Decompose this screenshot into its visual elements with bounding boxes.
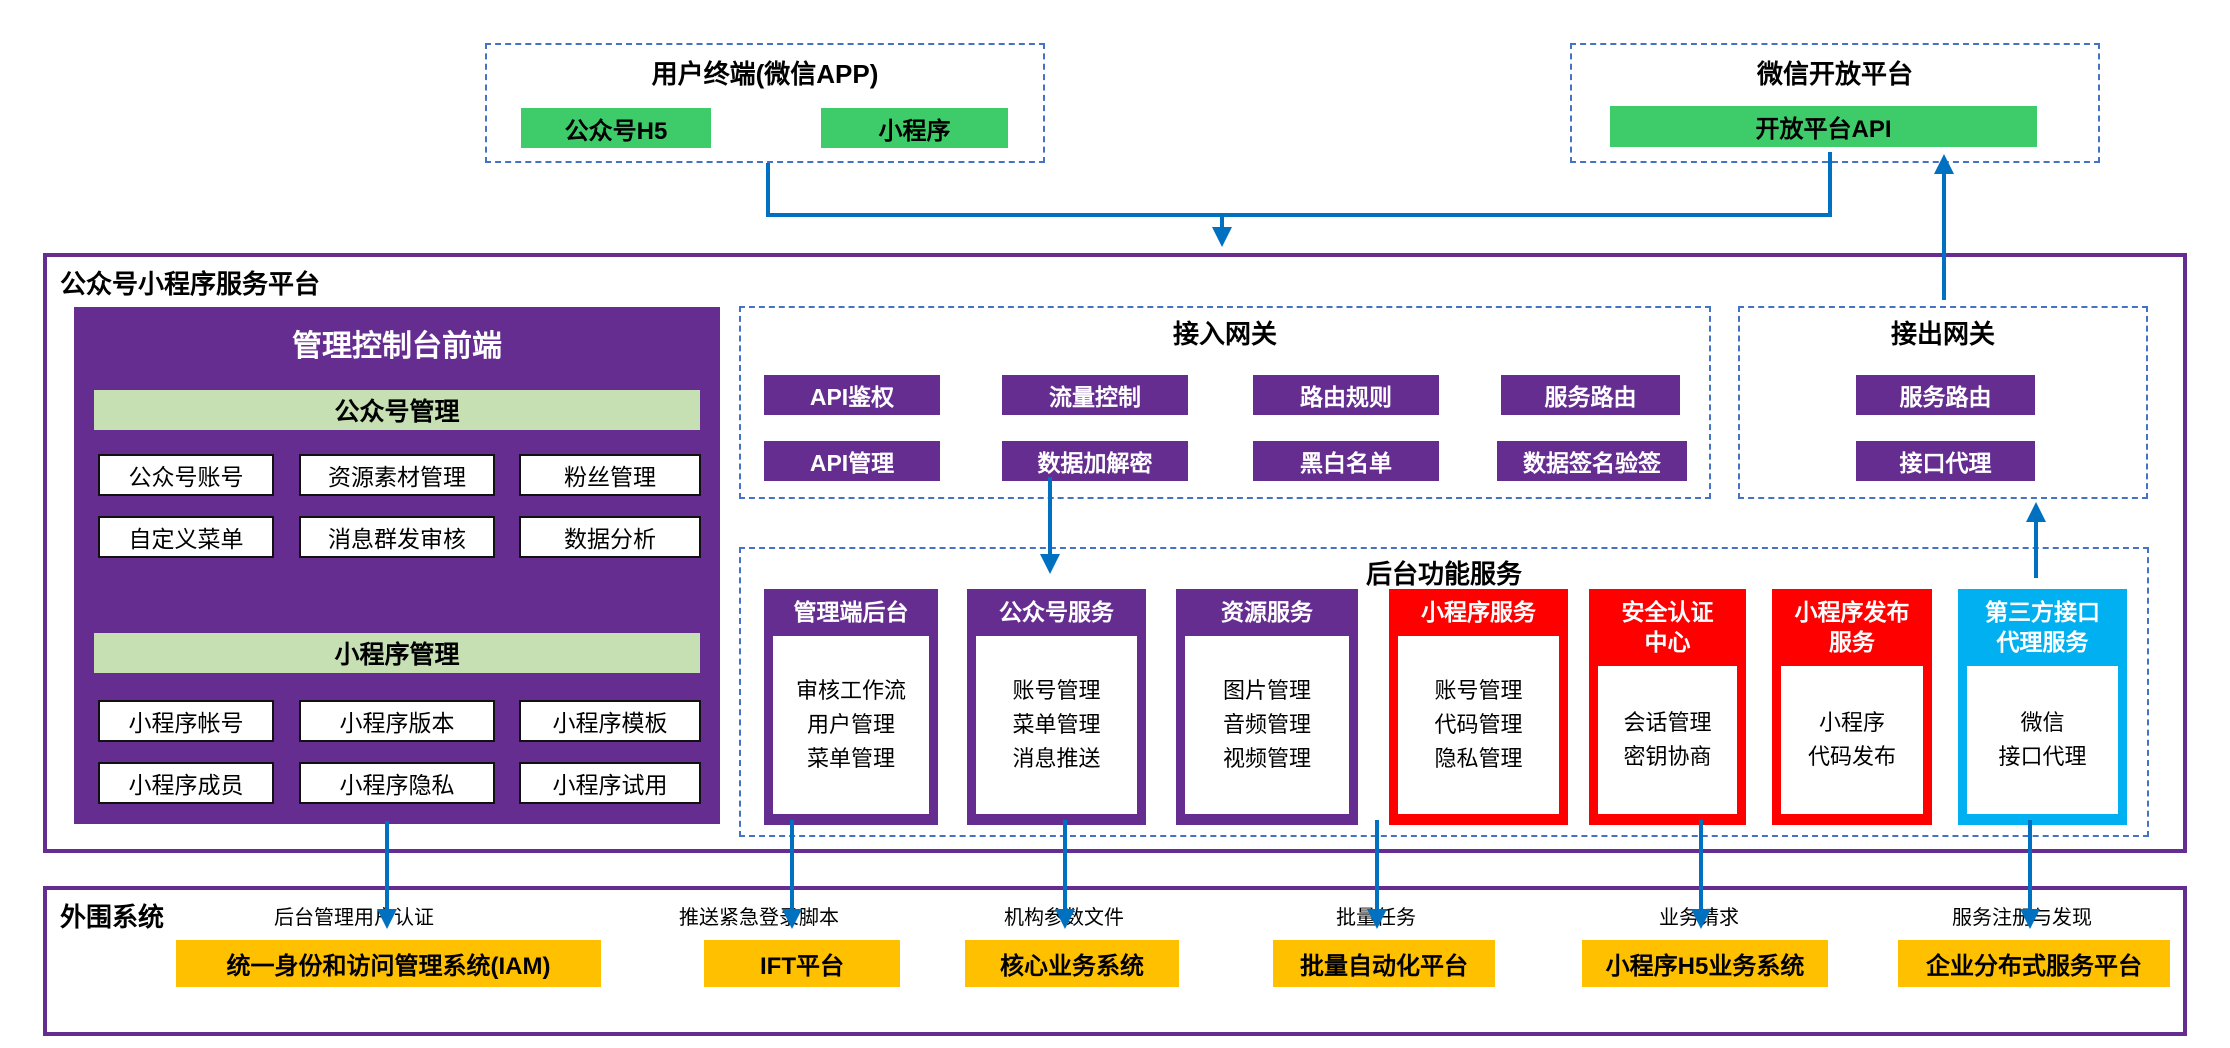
- item-custom-menu: 自定义菜单: [98, 516, 274, 558]
- service-miniprogram-release: 小程序发布 服务 小程序 代码发布: [1772, 589, 1932, 825]
- item-fans-mgmt: 粉丝管理: [519, 454, 701, 496]
- section-header-miniprogram-mgmt: 小程序管理: [94, 633, 700, 673]
- backend-services: 后台功能服务 管理端后台 审核工作流 用户管理 菜单管理 公众号服务 账号管理 …: [739, 547, 2149, 837]
- access-gateway: 接入网关 API鉴权 流量控制 路由规则 服务路由 API管理 数据加解密 黑白…: [739, 306, 1711, 499]
- peripheral-systems-title: 外围系统: [60, 902, 165, 932]
- service-official-account-items: 账号管理 菜单管理 消息推送: [976, 635, 1137, 814]
- node-open-platform-api: 开放平台API: [1610, 106, 2037, 147]
- flow-label-org-param-file: 机构参数文件: [1004, 907, 1124, 929]
- user-terminal-title: 用户终端(微信APP): [651, 59, 879, 89]
- node-official-account-h5: 公众号H5: [521, 108, 711, 148]
- flow-label-backend-user-auth: 后台管理用户认证: [274, 907, 434, 929]
- item-miniprogram-template: 小程序模板: [519, 700, 701, 742]
- service-admin-backend-items: 审核工作流 用户管理 菜单管理: [773, 635, 929, 814]
- service-platform-title: 公众号小程序服务平台: [60, 269, 321, 299]
- item-miniprogram-version: 小程序版本: [299, 700, 495, 742]
- flow-label-service-registry: 服务注册与发现: [1952, 907, 2092, 929]
- node-miniprogram: 小程序: [821, 108, 1008, 148]
- system-ift-platform: IFT平台: [704, 940, 900, 987]
- system-iam: 统一身份和访问管理系统(IAM): [176, 940, 601, 987]
- item-broadcast-review: 消息群发审核: [299, 516, 495, 558]
- item-official-account-id: 公众号账号: [98, 454, 274, 496]
- service-official-account-title: 公众号服务: [999, 599, 1114, 625]
- section-header-official-account-mgmt: 公众号管理: [94, 390, 700, 430]
- service-resource-title: 资源服务: [1221, 599, 1313, 625]
- service-security-auth-center-title: 安全认证 中心: [1621, 599, 1714, 655]
- user-terminal-group: 用户终端(微信APP) 公众号H5 小程序: [485, 43, 1045, 163]
- backend-services-title: 后台功能服务: [1365, 559, 1522, 589]
- service-admin-backend: 管理端后台 审核工作流 用户管理 菜单管理: [764, 589, 938, 825]
- item-out-interface-proxy: 接口代理: [1856, 441, 2035, 481]
- item-signature-verify: 数据签名验签: [1497, 441, 1687, 481]
- service-miniprogram: 小程序服务 账号管理 代码管理 隐私管理: [1389, 589, 1568, 825]
- management-console: 管理控制台前端 公众号管理 公众号账号 资源素材管理 粉丝管理 自定义菜单 消息…: [74, 307, 720, 824]
- item-miniprogram-privacy: 小程序隐私: [299, 762, 495, 804]
- item-miniprogram-trial: 小程序试用: [519, 762, 701, 804]
- service-official-account: 公众号服务 账号管理 菜单管理 消息推送: [967, 589, 1146, 825]
- wechat-open-platform-group: 微信开放平台 开放平台API: [1570, 43, 2100, 163]
- item-api-auth: API鉴权: [764, 375, 940, 415]
- item-data-encryption: 数据加解密: [1002, 441, 1188, 481]
- service-resource-items: 图片管理 音频管理 视频管理: [1185, 635, 1349, 814]
- item-data-analysis: 数据分析: [519, 516, 701, 558]
- item-black-white-list: 黑白名单: [1253, 441, 1439, 481]
- service-third-party-proxy-items: 微信 接口代理: [1967, 665, 2118, 814]
- outbound-gateway-title: 接出网关: [1890, 319, 1995, 349]
- wechat-open-platform-title: 微信开放平台: [1756, 59, 1913, 89]
- item-service-routing: 服务路由: [1501, 375, 1680, 415]
- item-traffic-control: 流量控制: [1002, 375, 1188, 415]
- service-third-party-proxy: 第三方接口 代理服务 微信 接口代理: [1958, 589, 2127, 825]
- service-miniprogram-release-title: 小程序发布 服务: [1794, 599, 1910, 655]
- service-miniprogram-items: 账号管理 代码管理 隐私管理: [1398, 635, 1559, 814]
- service-resource: 资源服务 图片管理 音频管理 视频管理: [1176, 589, 1358, 825]
- flow-label-batch-task: 批量任务: [1336, 907, 1416, 929]
- service-security-auth-center: 安全认证 中心 会话管理 密钥协商: [1589, 589, 1746, 825]
- service-miniprogram-title: 小程序服务: [1421, 599, 1536, 625]
- service-admin-backend-title: 管理端后台: [793, 599, 909, 625]
- flow-label-emergency-login-script: 推送紧急登录脚本: [679, 907, 839, 929]
- peripheral-systems-frame: 外围系统 后台管理用户认证 推送紧急登录脚本 机构参数文件 批量任务 业务请求 …: [43, 886, 2187, 1036]
- item-routing-rules: 路由规则: [1253, 375, 1439, 415]
- service-platform-frame: 公众号小程序服务平台 管理控制台前端 公众号管理 公众号账号 资源素材管理 粉丝…: [43, 253, 2187, 853]
- item-api-mgmt: API管理: [764, 441, 940, 481]
- flow-label-business-request: 业务请求: [1659, 907, 1739, 929]
- access-gateway-title: 接入网关: [1172, 319, 1277, 349]
- system-enterprise-distributed-service: 企业分布式服务平台: [1898, 940, 2170, 987]
- item-miniprogram-member: 小程序成员: [98, 762, 274, 804]
- service-security-auth-center-items: 会话管理 密钥协商: [1598, 665, 1737, 814]
- system-batch-automation: 批量自动化平台: [1273, 940, 1495, 987]
- management-console-title: 管理控制台前端: [292, 330, 502, 363]
- item-resource-material-mgmt: 资源素材管理: [299, 454, 495, 496]
- outbound-gateway: 接出网关 服务路由 接口代理: [1738, 306, 2148, 499]
- service-third-party-proxy-title: 第三方接口 代理服务: [1985, 599, 2100, 655]
- system-miniprogram-h5-business: 小程序H5业务系统: [1582, 940, 1828, 987]
- item-miniprogram-account: 小程序帐号: [98, 700, 274, 742]
- system-core-business: 核心业务系统: [965, 940, 1179, 987]
- item-out-service-routing: 服务路由: [1856, 375, 2035, 415]
- service-miniprogram-release-items: 小程序 代码发布: [1781, 665, 1923, 814]
